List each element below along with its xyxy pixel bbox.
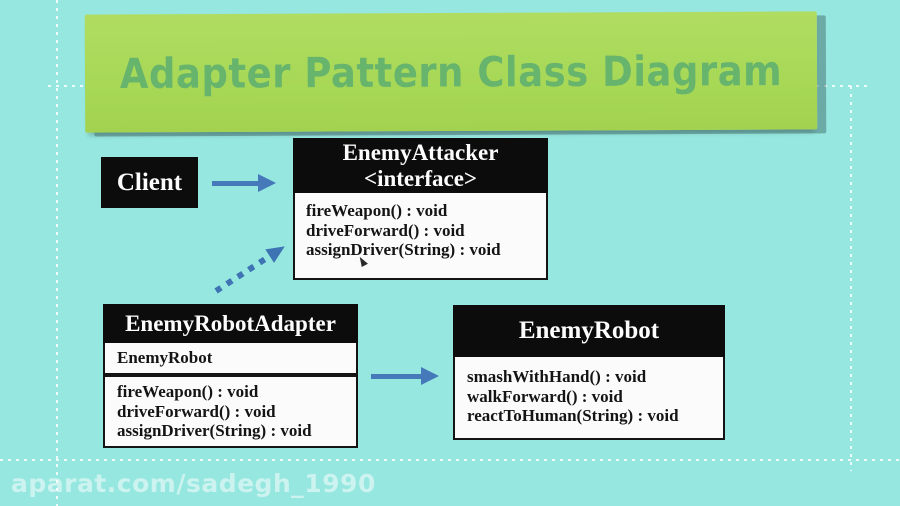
method-line: driveForward() : void bbox=[117, 401, 276, 421]
watermark-text: aparat.com/sadegh_1990 bbox=[11, 469, 376, 498]
method-line: fireWeapon() : void bbox=[117, 382, 259, 401]
method-line: walkForward() : void bbox=[467, 386, 623, 406]
method-line: assignDriver(String) : void bbox=[306, 240, 501, 259]
method-line: assignDriver(String) : void bbox=[117, 421, 312, 440]
enemyrobotadapter-methods: fireWeapon() : void driveForward() : voi… bbox=[103, 375, 358, 448]
arrow-head-icon bbox=[421, 367, 439, 385]
enemyrobot-header: EnemyRobot bbox=[453, 305, 725, 357]
enemyattacker-name: EnemyAttacker bbox=[342, 139, 499, 165]
association-arrow-adapter-to-robot bbox=[371, 366, 439, 386]
arrow-shaft bbox=[371, 373, 421, 379]
enemyrobotadapter-header: EnemyRobotAdapter bbox=[103, 304, 358, 343]
field-line: EnemyRobot bbox=[117, 348, 213, 367]
method-line: smashWithHand() : void bbox=[467, 367, 647, 386]
arrow-head-icon bbox=[258, 174, 276, 192]
method-line: reactToHuman(String) : void bbox=[467, 406, 679, 425]
enemyrobotadapter-class-box: EnemyRobotAdapter EnemyRobot fireWeapon(… bbox=[103, 304, 358, 448]
method-line: driveForward() : void bbox=[306, 220, 465, 240]
dashed-border-bottom bbox=[0, 459, 900, 461]
realization-arrow-adapter-to-attacker bbox=[212, 239, 290, 298]
arrow-shaft bbox=[212, 180, 258, 186]
enemyattacker-methods: fireWeapon() : void driveForward() : voi… bbox=[293, 193, 548, 280]
enemyattacker-class-box: EnemyAttacker <interface> fireWeapon() :… bbox=[293, 138, 548, 280]
enemyrobotadapter-name: EnemyRobotAdapter bbox=[125, 310, 336, 336]
enemyattacker-stereotype: <interface> bbox=[363, 165, 478, 191]
dashed-border-right bbox=[850, 86, 852, 471]
method-line: fireWeapon() : void bbox=[306, 201, 448, 220]
client-class-label: Client bbox=[116, 168, 183, 196]
dashed-border-left bbox=[56, 0, 58, 506]
page-title: Adapter Pattern Class Diagram bbox=[119, 46, 783, 98]
enemyrobot-name: EnemyRobot bbox=[518, 317, 660, 344]
enemyrobot-methods: smashWithHand() : void walkForward() : v… bbox=[453, 357, 725, 440]
client-class-box: Client bbox=[101, 157, 198, 208]
enemyrobotadapter-fields: EnemyRobot bbox=[103, 343, 358, 375]
title-banner: Adapter Pattern Class Diagram bbox=[84, 11, 818, 133]
enemyattacker-header: EnemyAttacker <interface> bbox=[293, 138, 548, 193]
dotted-arrow-shaft bbox=[214, 253, 272, 294]
enemyrobot-class-box: EnemyRobot smashWithHand() : void walkFo… bbox=[453, 305, 725, 440]
association-arrow-client-to-attacker bbox=[212, 173, 276, 193]
